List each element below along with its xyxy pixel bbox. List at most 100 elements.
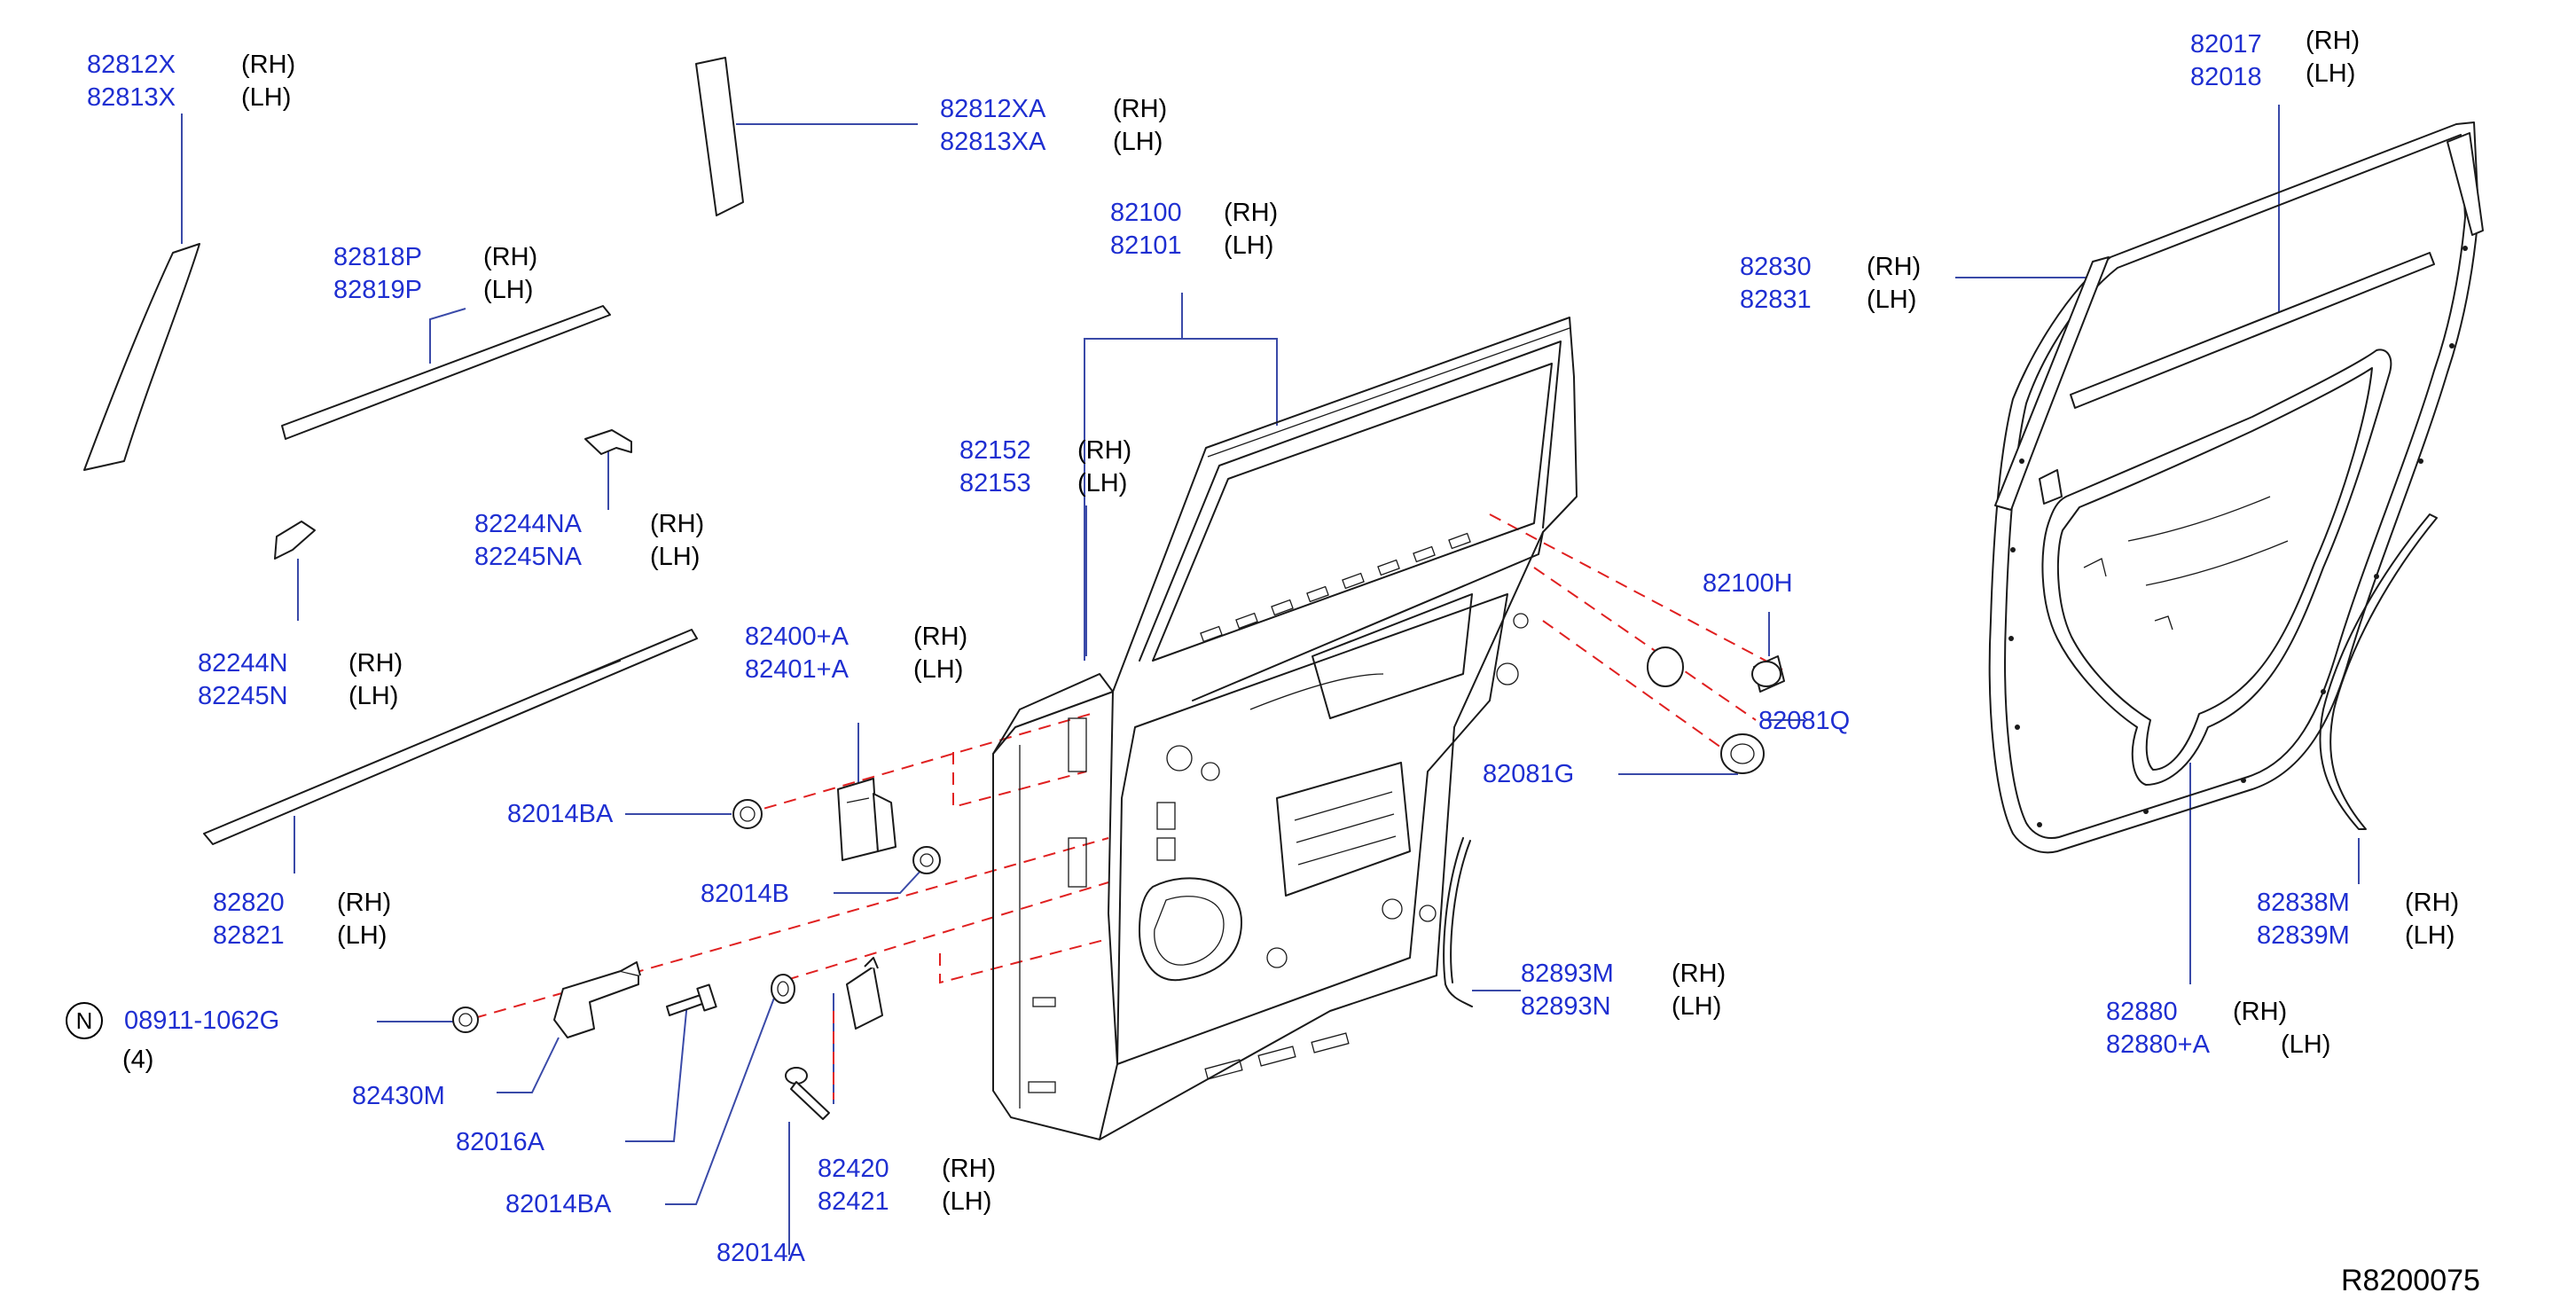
callout-82400a: 82400+A 82401+A bbox=[745, 621, 849, 686]
part-number[interactable]: 82017 bbox=[2190, 30, 2262, 59]
part-number[interactable]: 82245N bbox=[198, 682, 288, 710]
side-label: (LH) bbox=[483, 276, 534, 304]
part-number[interactable]: 82812XA bbox=[940, 95, 1046, 123]
side-label: (LH) bbox=[650, 543, 701, 571]
callout-82812x: 82812X 82813X bbox=[87, 49, 176, 114]
part-number[interactable]: 82245NA bbox=[474, 543, 582, 571]
callout-82880-rh: (RH) bbox=[2233, 996, 2287, 1029]
hinge-82420 bbox=[846, 957, 883, 1030]
part-82016a[interactable]: 82016A bbox=[456, 1128, 544, 1156]
part-number[interactable]: 82880+A bbox=[2106, 1030, 2210, 1059]
callout-82420: 82420 82421 bbox=[818, 1153, 889, 1218]
side-label: (RH) bbox=[1113, 95, 1168, 123]
side-label: (RH) bbox=[942, 1155, 997, 1183]
side-label: (LH) bbox=[913, 655, 964, 684]
part-number[interactable]: 82813XA bbox=[940, 128, 1046, 156]
bolt-82014a bbox=[785, 1067, 830, 1120]
part-number[interactable]: 82839M bbox=[2257, 921, 2350, 950]
part-number[interactable]: 82152 bbox=[959, 436, 1031, 465]
callout-82100: 82100 82101 bbox=[1110, 197, 1182, 262]
door-seal-assembly bbox=[1988, 121, 2484, 854]
part-number[interactable]: 82421 bbox=[818, 1187, 889, 1216]
side-label: (RH) bbox=[1672, 960, 1726, 988]
callout-82152-sides: (RH) (LH) bbox=[1077, 435, 1131, 500]
seal-82081q bbox=[1647, 646, 1684, 687]
part-number[interactable]: 82400+A bbox=[745, 623, 849, 651]
part-number[interactable]: 82244NA bbox=[474, 510, 582, 538]
part-number[interactable]: 82153 bbox=[959, 469, 1031, 497]
side-label: (LH) bbox=[942, 1187, 992, 1216]
weatherstrip-82820 bbox=[203, 629, 698, 845]
clip-82244na bbox=[584, 429, 632, 455]
callout-82893m-sides: (RH) (LH) bbox=[1672, 958, 1726, 1023]
nut-08911 bbox=[452, 1007, 479, 1033]
part-number[interactable]: 82893M bbox=[1521, 960, 1614, 988]
part-82081g[interactable]: 82081G bbox=[1483, 760, 1575, 788]
side-label: (RH) bbox=[913, 623, 968, 651]
part-08911-1062g[interactable]: 08911-1062G bbox=[124, 1007, 280, 1035]
bolt-82016a bbox=[666, 983, 717, 1016]
callout-82880: 82880 82880+A bbox=[2106, 996, 2210, 1061]
part-number[interactable]: 82820 bbox=[213, 889, 285, 917]
side-label: (RH) bbox=[2405, 889, 2460, 917]
side-label: (RH) bbox=[2306, 27, 2361, 55]
callout-82820: 82820 82821 bbox=[213, 887, 285, 952]
callout-82017: 82017 82018 bbox=[2190, 28, 2262, 94]
side-label: (RH) bbox=[483, 243, 538, 271]
nut-82014b bbox=[912, 846, 941, 874]
part-82081q[interactable]: 82081Q bbox=[1758, 707, 1851, 735]
part-number[interactable]: 82838M bbox=[2257, 889, 2350, 917]
callout-82838m-sides: (RH) (LH) bbox=[2405, 887, 2459, 952]
callout-82400a-sides: (RH) (LH) bbox=[913, 621, 967, 686]
side-label: (RH) bbox=[2233, 998, 2288, 1026]
part-82430m[interactable]: 82430M bbox=[352, 1082, 445, 1110]
part-82014a[interactable]: 82014A bbox=[716, 1239, 805, 1267]
leader-lines bbox=[181, 105, 2360, 1255]
part-number[interactable]: 82813X bbox=[87, 83, 176, 112]
part-number[interactable]: 82831 bbox=[1740, 286, 1812, 314]
part-82014ba-lower[interactable]: 82014BA bbox=[505, 1190, 612, 1218]
door-shell-82100 bbox=[992, 317, 1578, 1140]
callout-82820-sides: (RH) (LH) bbox=[337, 887, 391, 952]
side-label: (LH) bbox=[2306, 59, 2356, 88]
part-number[interactable]: 82880 bbox=[2106, 998, 2178, 1026]
part-82014b[interactable]: 82014B bbox=[701, 880, 789, 908]
part-82100h[interactable]: 82100H bbox=[1703, 569, 1793, 598]
callout-82812x-sides: (RH) (LH) bbox=[241, 49, 295, 114]
hinge-82400 bbox=[837, 778, 897, 861]
nut-82014ba-upper bbox=[732, 799, 763, 829]
part-number[interactable]: 82401+A bbox=[745, 655, 849, 684]
part-number[interactable]: 82101 bbox=[1110, 231, 1182, 260]
part-number[interactable]: 82818P bbox=[333, 243, 422, 271]
side-label: (RH) bbox=[348, 649, 403, 678]
grommet-82081g bbox=[1720, 733, 1765, 774]
plug-82100h bbox=[1751, 655, 1785, 693]
part-number[interactable]: 82812X bbox=[87, 51, 176, 79]
part-number[interactable]: 82420 bbox=[818, 1155, 889, 1183]
side-label: (LH) bbox=[1672, 992, 1722, 1021]
part-number[interactable]: 82244N bbox=[198, 649, 288, 678]
side-label: (LH) bbox=[348, 682, 399, 710]
callout-82830-sides: (RH) (LH) bbox=[1867, 251, 1921, 317]
side-label: (RH) bbox=[1224, 199, 1279, 227]
callout-82830: 82830 82831 bbox=[1740, 251, 1812, 317]
part-number[interactable]: 82821 bbox=[213, 921, 285, 950]
callout-82244na-sides: (RH) (LH) bbox=[650, 508, 704, 574]
side-label: (LH) bbox=[2405, 921, 2455, 950]
diagram-reference-id: R8200075 bbox=[2341, 1264, 2480, 1297]
callout-82100-sides: (RH) (LH) bbox=[1224, 197, 1278, 262]
part-number[interactable]: 82830 bbox=[1740, 253, 1812, 281]
seal-82893m bbox=[1443, 837, 1473, 1007]
callout-82880-lh: (LH) bbox=[2281, 1029, 2330, 1061]
callout-82017-sides: (RH) (LH) bbox=[2306, 25, 2360, 90]
part-number[interactable]: 82100 bbox=[1110, 199, 1182, 227]
part-number[interactable]: 82018 bbox=[2190, 63, 2262, 91]
part-82014ba-upper[interactable]: 82014BA bbox=[507, 800, 614, 828]
part-number[interactable]: 82819P bbox=[333, 276, 422, 304]
part-number[interactable]: 82893N bbox=[1521, 992, 1611, 1021]
seal-82838m bbox=[2319, 513, 2438, 830]
callout-82244n-sides: (RH) (LH) bbox=[348, 647, 403, 713]
callout-82244n: 82244N 82245N bbox=[198, 647, 288, 713]
